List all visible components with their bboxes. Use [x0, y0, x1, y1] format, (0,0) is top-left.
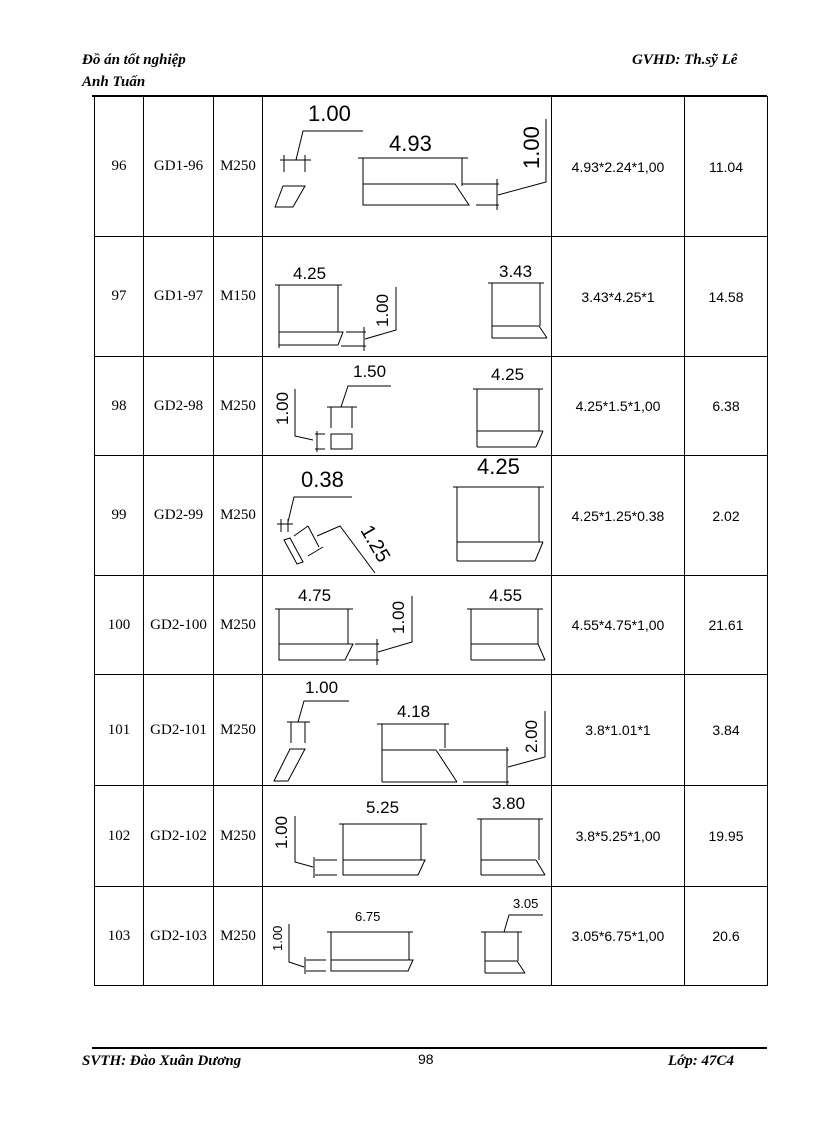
grade-cell: M250	[213, 785, 263, 887]
code-cell: GD1-97	[143, 236, 214, 357]
svg-text:1.00: 1.00	[272, 816, 291, 849]
sketch-cell: 1.00 4.93 1.00	[262, 96, 552, 237]
svg-text:3.43: 3.43	[499, 262, 532, 281]
code-cell: GD2-100	[143, 575, 214, 675]
foundation-sketch: 4.25 1.00 3.43	[275, 262, 548, 351]
svg-text:6.75: 6.75	[355, 909, 380, 924]
table-row: 100 GD2-100 M250 4.75 1.00 4.55 4.55*4.7…	[94, 575, 768, 675]
footer-student-name: SVTH: Đào Xuân Dương	[82, 1053, 242, 1069]
formula-cell: 4.55*4.75*1,00	[551, 575, 685, 675]
page-number: 98	[418, 1051, 434, 1067]
formula-cell: 3.8*5.25*1,00	[551, 785, 685, 887]
volume-cell: 14.58	[684, 236, 768, 357]
grade-cell: M250	[213, 575, 263, 675]
svg-text:1.00: 1.00	[389, 601, 408, 634]
svg-text:1.00: 1.00	[373, 294, 392, 327]
formula-cell: 3.05*6.75*1,00	[551, 886, 685, 986]
code-cell: GD2-99	[143, 455, 214, 576]
foundation-sketch: 1.00 6.75 3.05	[270, 896, 543, 974]
table-row: 98 GD2-98 M250 1.00 1.50 4.25 4.25*1.5*1…	[94, 356, 768, 456]
volume-cell: 6.38	[684, 356, 768, 456]
svg-text:3.80: 3.80	[492, 794, 525, 813]
code-cell: GD1-96	[143, 96, 214, 237]
svg-text:1.00: 1.00	[519, 126, 544, 169]
foundation-sketch: 1.00 4.18 2.00	[273, 678, 546, 785]
table-row: 103 GD2-103 M250 1.00 6.75 3.05 3.05*6.7…	[94, 886, 768, 986]
svg-text:4.75: 4.75	[298, 586, 331, 605]
svg-text:3.05: 3.05	[513, 896, 538, 911]
formula-cell: 3.8*1.01*1	[551, 674, 685, 786]
volume-cell: 3.84	[684, 674, 768, 786]
formula-cell: 4.93*2.24*1,00	[551, 96, 685, 237]
concrete-volume-table: 96 GD1-96 M250 1.00 4.93 1.00 4.93*2.24*…	[94, 96, 768, 986]
svg-text:1.00: 1.00	[273, 392, 292, 425]
foundation-sketch: 1.00 5.25 3.80	[272, 794, 546, 878]
code-cell: GD2-103	[143, 886, 214, 986]
svg-text:4.25: 4.25	[491, 365, 524, 384]
code-cell: GD2-98	[143, 356, 214, 456]
sketch-cell: 1.00 6.75 3.05	[262, 886, 552, 986]
stt-cell: 97	[94, 236, 144, 357]
sketch-cell: 4.25 1.00 3.43	[262, 236, 552, 357]
table-row: 96 GD1-96 M250 1.00 4.93 1.00 4.93*2.24*…	[94, 96, 768, 237]
table-row: 102 GD2-102 M250 1.00 5.25 3.80 3.8*5.25…	[94, 785, 768, 887]
grade-cell: M150	[213, 236, 263, 357]
sketch-cell: 4.75 1.00 4.55	[262, 575, 552, 675]
svg-text:1.00: 1.00	[270, 926, 285, 951]
code-cell: GD2-101	[143, 674, 214, 786]
table-row: 97 GD1-97 M150 4.25 1.00 3.43 3.43*4.25*…	[94, 236, 768, 357]
table-row: 99 GD2-99 M250 0.38 1.25 4.25 4.25*1.25*…	[94, 455, 768, 576]
volume-cell: 21.61	[684, 575, 768, 675]
sketch-cell: 1.00 1.50 4.25	[262, 356, 552, 456]
svg-text:4.18: 4.18	[397, 702, 430, 721]
header-project-title: Đồ án tốt nghiệp	[82, 52, 186, 68]
formula-cell: 3.43*4.25*1	[551, 236, 685, 357]
sketch-cell: 0.38 1.25 4.25	[262, 455, 552, 576]
footer-class: Lớp: 47C4	[668, 1053, 734, 1069]
stt-cell: 102	[94, 785, 144, 887]
sketch-cell: 1.00 5.25 3.80	[262, 785, 552, 887]
header-advisor-label: GVHD: Th.sỹ Lê	[632, 52, 738, 68]
stt-cell: 103	[94, 886, 144, 986]
formula-cell: 4.25*1.25*0.38	[551, 455, 685, 576]
grade-cell: M250	[213, 674, 263, 786]
svg-text:0.38: 0.38	[301, 467, 344, 492]
stt-cell: 101	[94, 674, 144, 786]
foundation-sketch: 4.75 1.00 4.55	[275, 586, 546, 665]
svg-text:5.25: 5.25	[366, 798, 399, 817]
svg-text:4.55: 4.55	[489, 586, 522, 605]
svg-text:1.00: 1.00	[305, 678, 338, 697]
sketch-cell: 1.00 4.18 2.00	[262, 674, 552, 786]
stt-cell: 96	[94, 96, 144, 237]
grade-cell: M250	[213, 96, 263, 237]
table-row: 101 GD2-101 M250 1.00 4.18 2.00 3.8*1.01…	[94, 674, 768, 786]
foundation-sketch: 1.00 1.50 4.25	[273, 362, 544, 452]
svg-text:1.25: 1.25	[356, 522, 395, 567]
volume-cell: 2.02	[684, 455, 768, 576]
stt-cell: 98	[94, 356, 144, 456]
stt-cell: 99	[94, 455, 144, 576]
formula-cell: 4.25*1.5*1,00	[551, 356, 685, 456]
svg-text:2.00: 2.00	[522, 720, 541, 753]
volume-cell: 11.04	[684, 96, 768, 237]
grade-cell: M250	[213, 455, 263, 576]
grade-cell: M250	[213, 356, 263, 456]
volume-cell: 20.6	[684, 886, 768, 986]
svg-text:4.25: 4.25	[477, 456, 520, 479]
svg-text:4.93: 4.93	[389, 131, 432, 156]
foundation-sketch: 0.38 1.25 4.25	[277, 456, 544, 574]
stt-cell: 100	[94, 575, 144, 675]
footer-rule	[92, 1047, 767, 1049]
header-advisor-name: Anh Tuấn	[82, 74, 146, 90]
svg-text:4.25: 4.25	[293, 264, 326, 283]
svg-text:1.00: 1.00	[308, 101, 351, 126]
foundation-sketch: 1.00 4.93 1.00	[274, 101, 547, 210]
grade-cell: M250	[213, 886, 263, 986]
code-cell: GD2-102	[143, 785, 214, 887]
volume-cell: 19.95	[684, 785, 768, 887]
svg-text:1.50: 1.50	[353, 362, 386, 381]
